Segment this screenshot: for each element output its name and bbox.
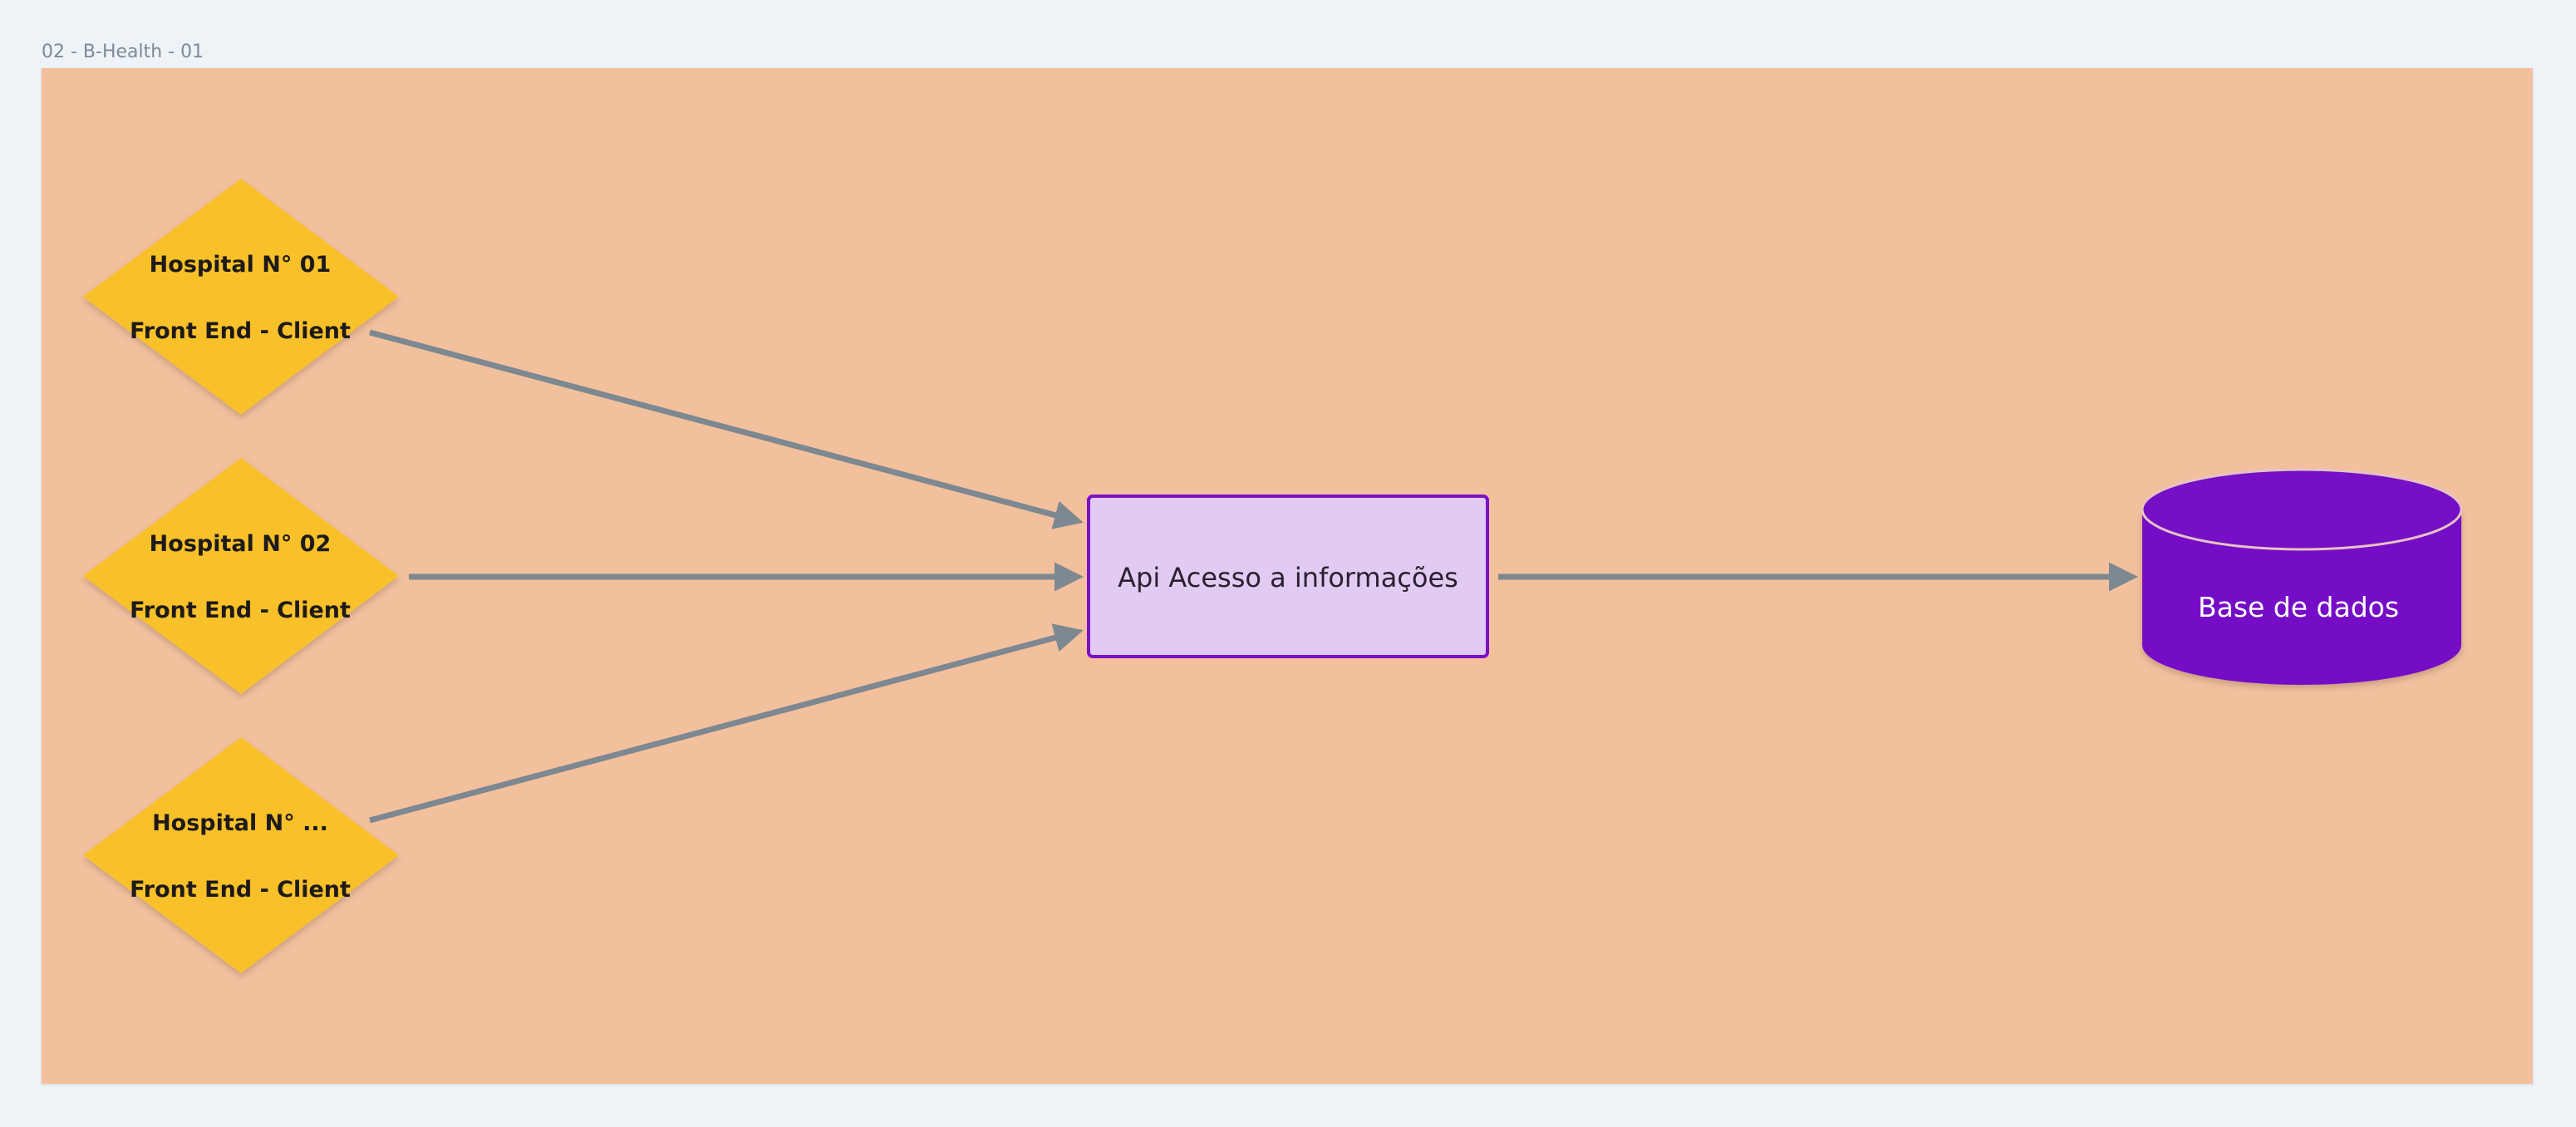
cylinder-top <box>2141 468 2463 551</box>
cylinder-body <box>2142 509 2461 685</box>
diamond-shape <box>83 179 399 415</box>
hospital-n-name: Hospital N° ... <box>152 810 328 836</box>
diamond-shape <box>83 737 399 973</box>
api-box <box>1087 495 1489 658</box>
hospital-01-node[interactable]: Hospital N° 01 Front End - Client <box>83 179 399 415</box>
arrow-hospital-n-to-api[interactable] <box>369 623 1084 824</box>
hospital-n-node[interactable]: Hospital N° ... Front End - Client <box>83 737 399 973</box>
database-node[interactable]: Base de dados <box>2141 468 2463 685</box>
arrow-hospital-01-to-api[interactable] <box>369 329 1084 529</box>
hospital-02-name: Hospital N° 02 <box>150 531 332 557</box>
connectors <box>369 329 2138 824</box>
hospital-02-role: Front End - Client <box>130 598 351 623</box>
hospital-n-role: Front End - Client <box>130 877 351 903</box>
frame-title[interactable]: 02 - B-Health - 01 <box>42 42 204 62</box>
hospital-02-node[interactable]: Hospital N° 02 Front End - Client <box>83 458 399 694</box>
database-label: Base de dados <box>2198 591 2399 623</box>
diamond-shape <box>83 458 399 694</box>
api-node[interactable]: Api Acesso a informações <box>1087 495 1489 658</box>
api-label: Api Acesso a informações <box>1118 562 1458 593</box>
hospital-01-name: Hospital N° 01 <box>150 252 332 278</box>
hospital-01-role: Front End - Client <box>130 318 351 344</box>
